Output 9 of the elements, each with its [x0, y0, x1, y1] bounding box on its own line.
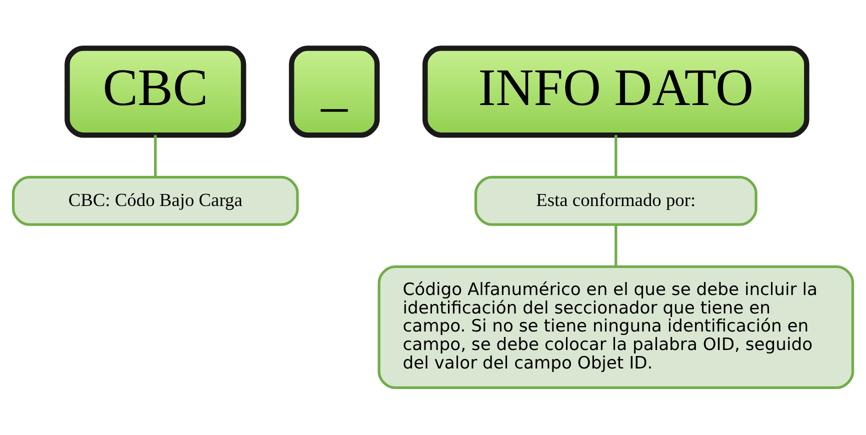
connector	[614, 224, 618, 266]
connector	[614, 134, 618, 176]
node-box: _	[288, 45, 380, 138]
node-box: Esta conformado por:	[474, 175, 758, 226]
node-box: Código Alfanumérico en el que se debe incluir la identificación del seccionador que tiene en campo. Si no se tiene ninguna identificación en campo, se debe colocar la palabra OID, seguido del valor del campo Objet ID.	[378, 264, 854, 389]
node-box: CBC	[64, 45, 246, 138]
node-box: INFO DATO	[422, 45, 810, 138]
connector	[154, 134, 157, 176]
node-box: CBC: Códo Bajo Carga	[12, 175, 299, 226]
